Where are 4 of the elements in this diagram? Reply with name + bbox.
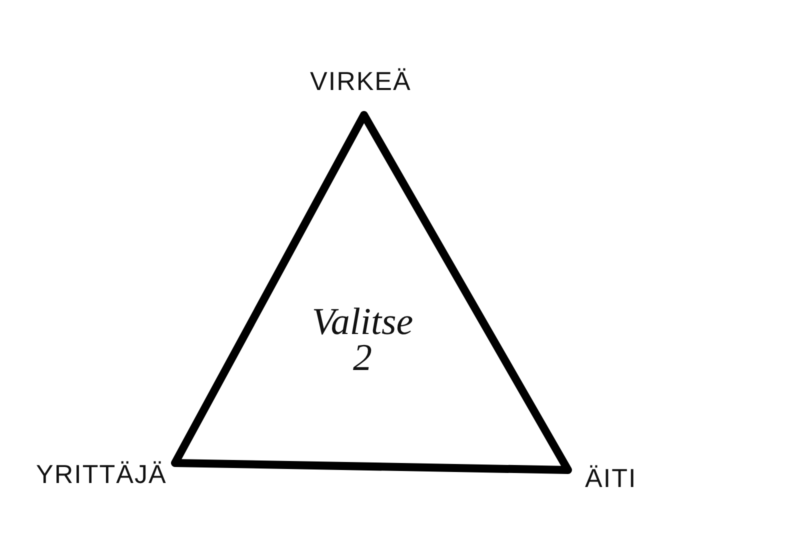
vertex-label: ÄITI [585,463,637,493]
instruction-text: Valitse 2 [310,304,414,376]
vertex-label: YRITTÄJÄ [36,459,167,489]
vertex-label: VIRKEÄ [310,66,412,96]
